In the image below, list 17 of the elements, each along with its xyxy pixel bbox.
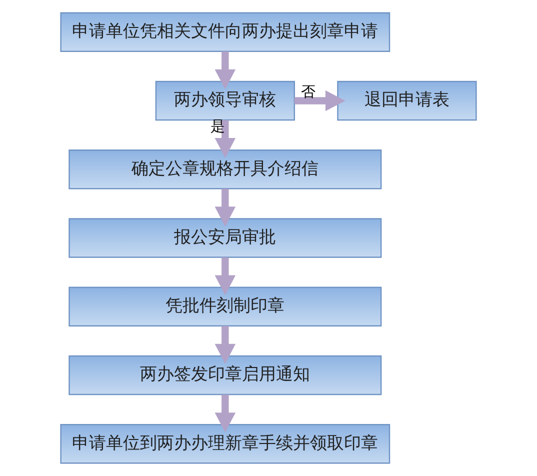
arrow xyxy=(214,326,236,364)
node-box: 报公安局审批 xyxy=(68,218,382,258)
node-box: 申请单位到两办办理新章手续并领取印章 xyxy=(60,424,390,464)
arrow xyxy=(214,51,236,90)
arrow xyxy=(214,120,236,158)
edge-label: 否 xyxy=(301,84,316,101)
arrow xyxy=(214,188,236,226)
arrow xyxy=(214,257,236,296)
node-box: 凭批件刻制印章 xyxy=(68,286,382,326)
edge-label: 是 xyxy=(210,119,224,136)
node-box: 两办签发印章启用通知 xyxy=(68,355,382,396)
node-box: 申请单位凭相关文件向两办提出刻章申请 xyxy=(60,12,390,52)
node-box: 退回申请表 xyxy=(337,80,477,121)
node-box: 确定公章规格开具介绍信 xyxy=(68,150,382,190)
node-box: 两办领导审核 xyxy=(155,80,295,121)
arrow xyxy=(214,394,236,432)
arrow xyxy=(294,90,346,112)
